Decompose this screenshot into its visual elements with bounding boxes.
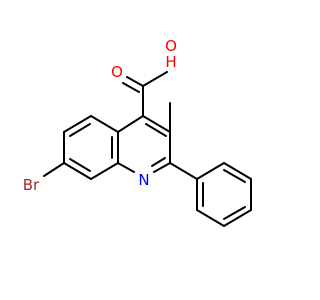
bond-ph-5-6 — [196, 209, 225, 227]
bond-c2-phenyl — [169, 162, 198, 180]
atom-label-bromine: Br — [23, 176, 40, 194]
bond-c4a-c4 — [117, 115, 144, 133]
bond-c2-n-b — [151, 157, 166, 167]
atom-label-hydrogen-hydroxyl: H — [165, 53, 176, 71]
bond-cooh-oh — [142, 71, 168, 87]
atom-label-nitrogen: N — [138, 171, 149, 189]
bond-c5-c6-b — [69, 123, 91, 137]
bond-ph-4-5 — [223, 209, 252, 227]
bond-layer — [43, 71, 252, 227]
bond-c5-c6-a — [63, 115, 92, 133]
bond-ph-2-3-inner — [223, 169, 246, 183]
bond-c4-c3-b — [145, 123, 167, 137]
bond-c7-c8-b — [69, 158, 91, 172]
bond-ph-1-2 — [196, 162, 225, 180]
bond-ph-4-5-inner — [223, 206, 246, 220]
bond-c7-br — [43, 162, 65, 177]
atom-label-layer: O H O N Br — [23, 37, 177, 194]
atom-label-oxygen-carbonyl: O — [111, 63, 123, 81]
bond-c7-c8-a — [63, 162, 92, 180]
molecule-diagram: O H O N Br — [23, 37, 252, 227]
bond-ph-2-3 — [223, 162, 252, 180]
bond-c4-c3-a — [142, 115, 171, 133]
bond-c4a-c5 — [90, 115, 119, 133]
bond-cooh-o-double-b — [122, 82, 140, 93]
atom-label-oxygen-hydroxyl: O — [165, 37, 177, 55]
bond-n-c8a — [117, 162, 135, 173]
bond-c2-n-a — [153, 162, 171, 173]
bond-c8-c8a — [90, 162, 119, 180]
bond-cooh-o-double-a — [126, 76, 144, 87]
structure-canvas: O H O N Br — [23, 37, 252, 227]
